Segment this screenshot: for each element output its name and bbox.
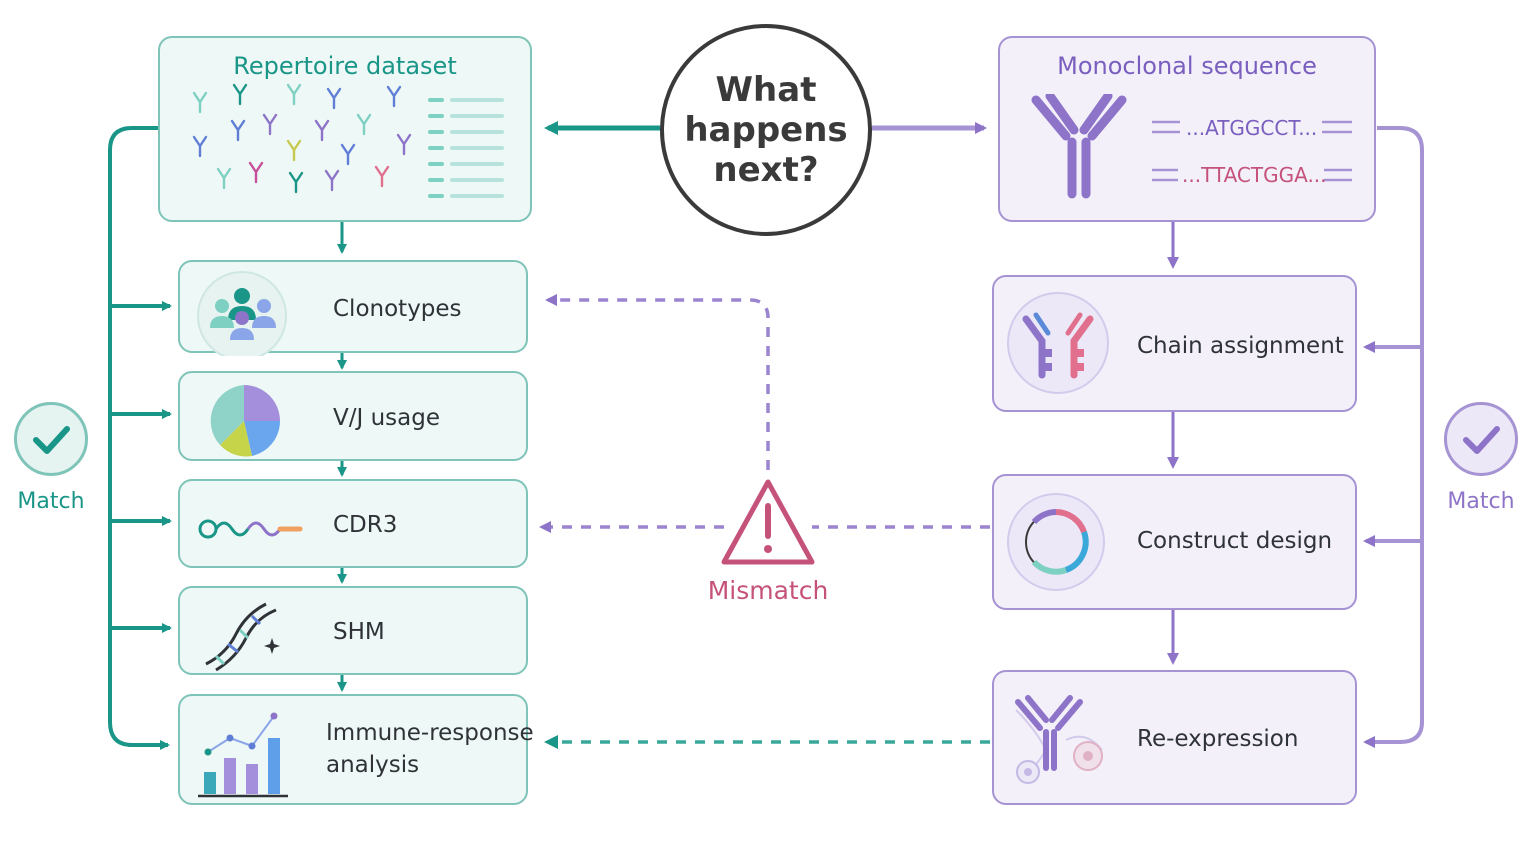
right-match-badge [1444,402,1518,476]
monoclonal-sequence-panel: Monoclonal sequence ...ATGGCCT... ...TTA… [998,36,1376,222]
plasmid-icon [1007,493,1105,591]
heavy-light-chain-icon [1007,292,1109,394]
step-re-expression: Re-expression [992,670,1357,805]
question-line-1: What [715,70,817,110]
step-vj-usage: V/J usage [178,371,528,461]
step-vj-usage-label: V/J usage [333,405,440,431]
dashed-to-clonotypes [545,294,770,470]
question-circle: What happens next? [660,24,872,236]
cell-expression-icon [1015,695,1103,784]
bar-chart-trend-icon [198,712,288,798]
step-analysis-label-line-2: analysis [326,752,420,778]
pie-chart-icon [210,385,280,457]
step-analysis-label-line-1: Immune-response [326,720,534,746]
mismatch-label: Mismatch [707,576,829,605]
step-chain-assignment-label: Chain assignment [1137,333,1344,359]
monoclonal-title: Monoclonal sequence [1057,52,1317,80]
step-cdr3: CDR3 [178,479,528,568]
peptide-chain-icon [198,519,303,539]
left-match-bracket [108,126,172,750]
step-cdr3-label: CDR3 [333,512,398,538]
right-match-label: Match [1447,489,1515,514]
left-checkmark-icon [33,426,70,454]
question-line-2: happens [684,110,848,150]
step-clonotypes: Clonotypes [178,260,528,356]
step-chain-assignment: Chain assignment [992,275,1357,412]
left-match-badge [14,402,88,476]
sequence-light: ...TTACTGGA... [1182,163,1327,187]
right-checkmark-icon [1463,426,1500,454]
sequence-dashes-icon [1152,120,1352,182]
warning-triangle-icon [721,479,815,565]
antibody-icon [1031,94,1127,199]
step-shm-label: SHM [333,619,385,645]
step-re-expression-label: Re-expression [1137,726,1299,752]
step-shm: SHM [178,586,528,675]
dna-helix-icon [205,602,280,672]
step-clonotypes-label: Clonotypes [333,296,462,322]
people-group-icon [197,271,287,356]
step-construct-design: Construct design [992,474,1357,610]
question-line-3: next? [713,150,819,190]
repertoire-title: Repertoire dataset [233,52,457,80]
left-match-label: Match [17,489,85,514]
data-rows-icon [428,98,504,198]
sequence-heavy: ...ATGGCCT... [1186,116,1318,140]
step-construct-design-label: Construct design [1137,528,1333,554]
step-immune-response-analysis: Immune-response analysis [178,694,534,805]
antibody-scatter-icon [192,83,504,198]
repertoire-dataset-panel: Repertoire dataset [158,36,532,222]
right-match-bracket [1363,126,1424,748]
